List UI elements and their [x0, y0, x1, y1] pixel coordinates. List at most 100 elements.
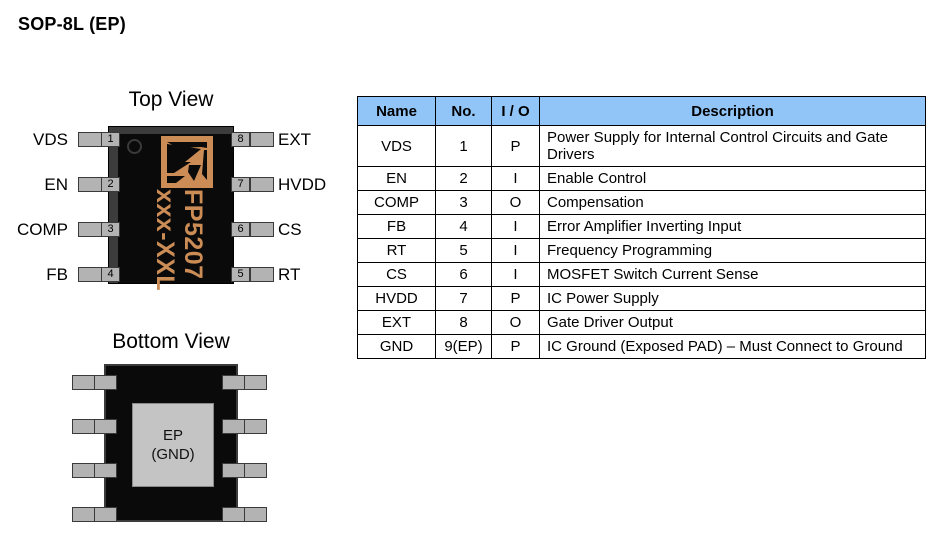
bottom-pin-8-inner	[222, 375, 245, 390]
cell-description: Gate Driver Output	[539, 310, 926, 335]
column-header-description: Description	[539, 96, 926, 126]
pin-8[interactable]: 8	[231, 132, 274, 147]
bottom-pin-6-outer	[244, 463, 267, 478]
pin-8-pad	[250, 132, 274, 147]
bottom-pin-3-outer	[72, 463, 95, 478]
cell-name: EXT	[357, 310, 436, 335]
bottom-pin-4	[72, 507, 117, 522]
bottom-pin-2	[72, 419, 117, 434]
bottom-pin-2-outer	[72, 419, 95, 434]
pin-7-number: 7	[231, 177, 250, 192]
bottom-pin-5-inner	[222, 507, 245, 522]
top-view-diagram: FP5207 xxx-XXL 1 2 3 4 8 7 6 5 VDS EN CO…	[0, 118, 340, 293]
bottom-pin-6-inner	[222, 463, 245, 478]
ic-package-body-bottom: EP (GND)	[104, 364, 238, 522]
pin-7[interactable]: 7	[231, 177, 274, 192]
cell-description: Compensation	[539, 190, 926, 215]
pin-label-fb: FB	[46, 265, 68, 284]
cell-name: RT	[357, 238, 436, 263]
cell-description: Frequency Programming	[539, 238, 926, 263]
page-title: SOP-8L (EP)	[18, 14, 126, 34]
bottom-pin-4-outer	[72, 507, 95, 522]
cell-io: P	[491, 334, 540, 359]
pin-3-pad	[78, 222, 102, 237]
bottom-pin-3	[72, 463, 117, 478]
pin-3-number: 3	[101, 222, 120, 237]
cell-description: Enable Control	[539, 166, 926, 191]
cell-description: IC Ground (Exposed PAD) – Must Connect t…	[539, 334, 926, 359]
pin-1-pad	[78, 132, 102, 147]
bottom-pin-3-inner	[94, 463, 117, 478]
exposed-pad: EP (GND)	[132, 403, 214, 487]
cell-io: I	[491, 214, 540, 239]
cell-io: P	[491, 125, 540, 167]
cell-no: 9(EP)	[435, 334, 492, 359]
cell-no: 7	[435, 286, 492, 311]
column-header-io: I / O	[491, 96, 540, 126]
manufacturer-logo-icon	[161, 136, 213, 188]
cell-io: I	[491, 166, 540, 191]
pin-label-vds: VDS	[33, 130, 68, 149]
cell-name: FB	[357, 214, 436, 239]
bottom-pin-1-outer	[72, 375, 95, 390]
cell-name: VDS	[357, 125, 436, 167]
cell-no: 2	[435, 166, 492, 191]
pin-2-number: 2	[101, 177, 120, 192]
cell-name: HVDD	[357, 286, 436, 311]
pin-2[interactable]: 2	[78, 177, 120, 192]
bottom-pin-6	[222, 463, 267, 478]
exposed-pad-label-ep: EP	[162, 427, 183, 444]
bottom-pin-8-outer	[244, 375, 267, 390]
pin-label-en: EN	[44, 175, 68, 194]
pin-label-rt: RT	[278, 265, 301, 284]
pin-3[interactable]: 3	[78, 222, 120, 237]
cell-no: 3	[435, 190, 492, 215]
bottom-pin-7-outer	[244, 419, 267, 434]
cell-name: EN	[357, 166, 436, 191]
pin-6-number: 6	[231, 222, 250, 237]
pin-7-pad	[250, 177, 274, 192]
bottom-pin-2-inner	[94, 419, 117, 434]
pin-4-pad	[78, 267, 102, 282]
pin-2-pad	[78, 177, 102, 192]
table-header-row: Name No. I / O Description	[357, 96, 926, 126]
cell-io: I	[491, 238, 540, 263]
bottom-pin-1	[72, 375, 117, 390]
cell-description: IC Power Supply	[539, 286, 926, 311]
bottom-pin-8	[222, 375, 267, 390]
pin-6-pad	[250, 222, 274, 237]
cell-no: 8	[435, 310, 492, 335]
pin-5[interactable]: 5	[231, 267, 274, 282]
cell-description: Power Supply for Internal Control Circui…	[539, 125, 926, 167]
ic-package-body-top: FP5207 xxx-XXL	[108, 126, 234, 291]
cell-name: GND	[357, 334, 436, 359]
bottom-pin-7	[222, 419, 267, 434]
pin-1[interactable]: 1	[78, 132, 120, 147]
cell-io: O	[491, 310, 540, 335]
pin-4[interactable]: 4	[78, 267, 120, 282]
pin-6[interactable]: 6	[231, 222, 274, 237]
pin-4-number: 4	[101, 267, 120, 282]
exposed-pad-label-gnd: (GND)	[151, 446, 195, 463]
pin1-indicator-icon	[127, 139, 142, 154]
pin-5-number: 5	[231, 267, 250, 282]
bottom-pin-1-inner	[94, 375, 117, 390]
cell-io: I	[491, 262, 540, 287]
pin-label-cs: CS	[278, 220, 302, 239]
bottom-pin-4-inner	[94, 507, 117, 522]
cell-no: 4	[435, 214, 492, 239]
cell-no: 6	[435, 262, 492, 287]
cell-name: COMP	[357, 190, 436, 215]
cell-io: O	[491, 190, 540, 215]
cell-name: CS	[357, 262, 436, 287]
pin-label-hvdd: HVDD	[278, 175, 327, 194]
bottom-pin-7-inner	[222, 419, 245, 434]
column-header-name: Name	[357, 96, 436, 126]
pin-8-number: 8	[231, 132, 250, 147]
